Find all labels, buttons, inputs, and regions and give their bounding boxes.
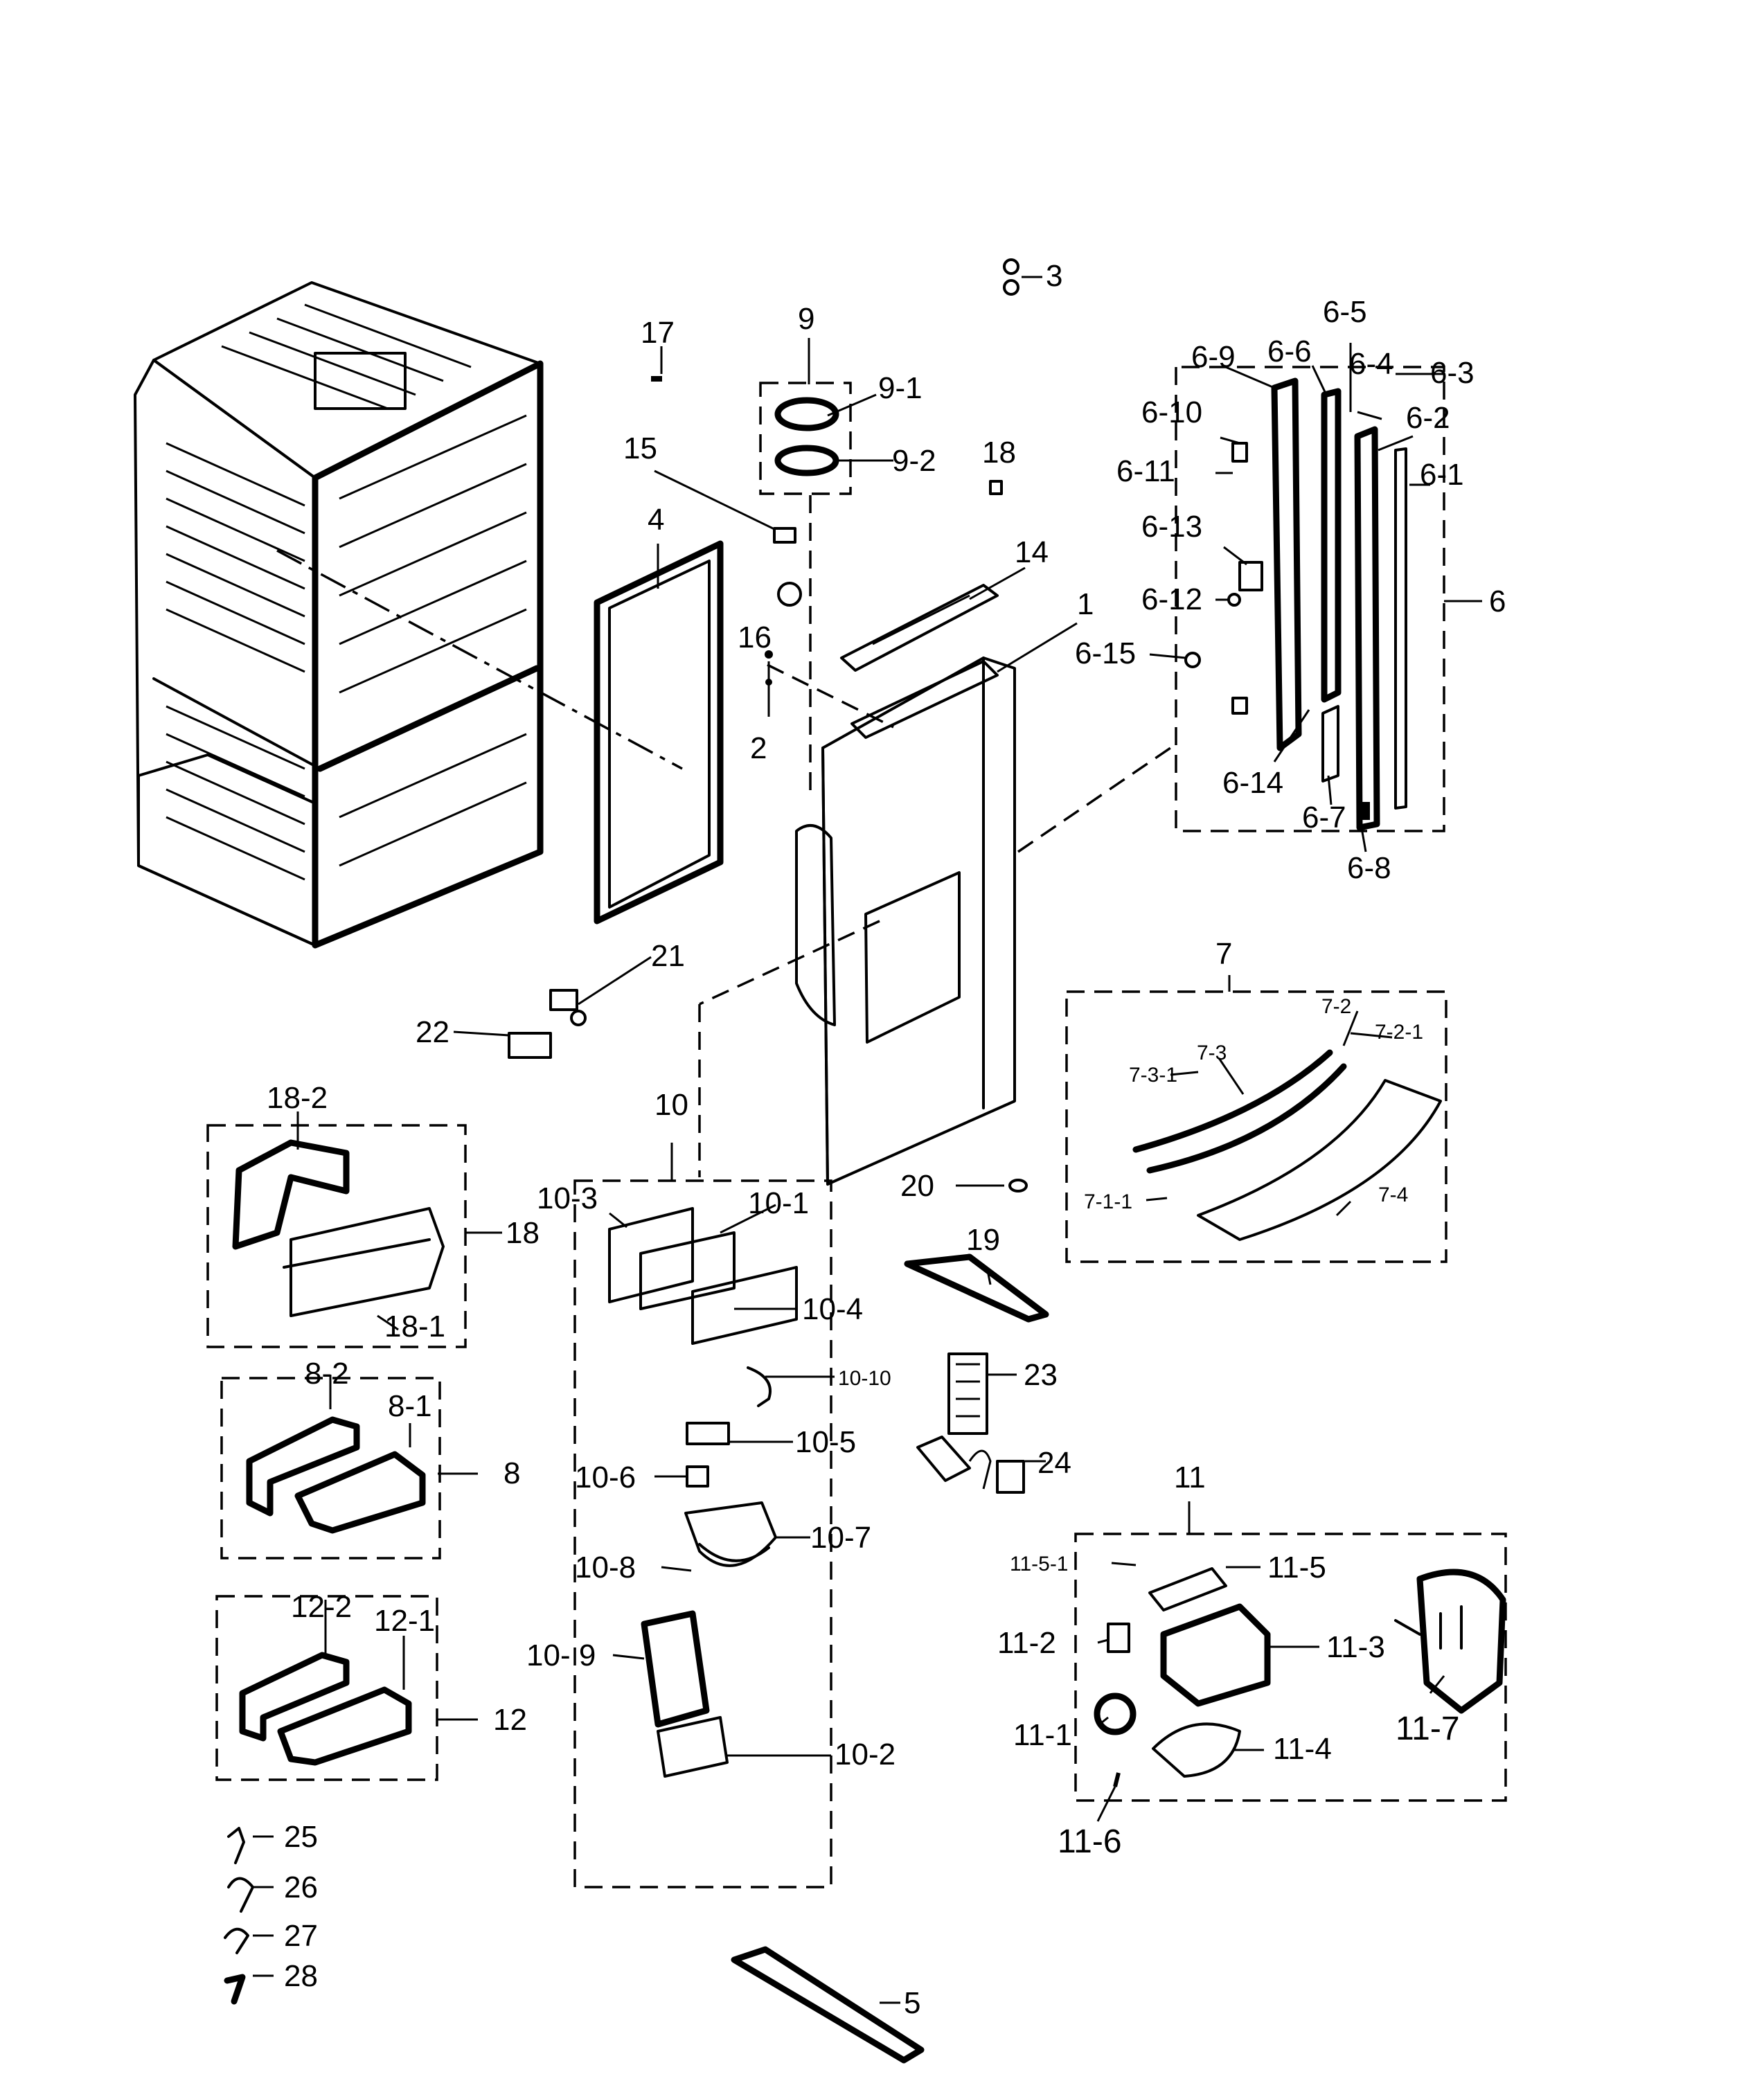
label-18-2: 18-2 xyxy=(267,1081,328,1115)
dispenser-panel xyxy=(641,1610,710,1728)
label-8-2: 8-2 xyxy=(305,1357,349,1391)
label-9: 9 xyxy=(798,302,814,336)
label-4: 4 xyxy=(648,503,664,537)
label-18: 18 xyxy=(982,436,1016,470)
label-10-5: 10-5 xyxy=(795,1425,856,1459)
label-10-1: 10-1 xyxy=(748,1186,809,1220)
label-11-1: 11-1 xyxy=(1013,1718,1072,1752)
label-6-15: 6-15 xyxy=(1075,636,1136,670)
label-7: 7 xyxy=(1215,937,1232,971)
label-11-2: 11-2 xyxy=(997,1626,1056,1660)
label-11-3: 11-3 xyxy=(1326,1630,1385,1664)
label-7-3: 7-3 xyxy=(1197,1042,1227,1064)
label-11-7: 11-7 xyxy=(1396,1711,1460,1747)
label-10-10: 10-10 xyxy=(838,1367,891,1390)
label-15: 15 xyxy=(623,431,657,465)
label-7-1-1: 7-1-1 xyxy=(1084,1190,1132,1213)
label-7-3-1: 7-3-1 xyxy=(1129,1064,1177,1087)
screw-set xyxy=(1003,258,1019,296)
label-11-5: 11-5 xyxy=(1267,1551,1326,1584)
label-1: 1 xyxy=(1077,587,1094,621)
label-11-5-1: 11-5-1 xyxy=(1010,1553,1069,1575)
label-19: 19 xyxy=(966,1223,1000,1257)
label-22: 22 xyxy=(416,1015,449,1049)
label-10-3: 10-3 xyxy=(537,1181,598,1215)
label-18: 18 xyxy=(506,1216,540,1250)
label-6-2: 6-2 xyxy=(1406,401,1450,435)
label-6-8: 6-8 xyxy=(1347,851,1391,885)
label-6-12: 6-12 xyxy=(1141,582,1202,616)
label-10: 10 xyxy=(654,1088,688,1122)
label-8: 8 xyxy=(504,1456,520,1490)
label-11-4: 11-4 xyxy=(1273,1732,1332,1766)
label-27: 27 xyxy=(284,1919,318,1953)
hinge-cover xyxy=(840,584,999,672)
label-6-6: 6-6 xyxy=(1267,334,1312,368)
label-20: 20 xyxy=(900,1169,934,1203)
connector-box xyxy=(508,1032,552,1059)
label-10-2: 10-2 xyxy=(835,1738,896,1771)
label-7-2: 7-2 xyxy=(1321,995,1351,1018)
label-28: 28 xyxy=(284,1959,318,1993)
label-6-10: 6-10 xyxy=(1141,395,1202,429)
door-gasket xyxy=(594,540,724,925)
label-6-3: 6-3 xyxy=(1430,356,1475,390)
bottom-trim xyxy=(731,1946,925,2064)
label-12-1: 12-1 xyxy=(374,1604,435,1638)
label-6-5: 6-5 xyxy=(1323,295,1367,329)
label-9-1: 9-1 xyxy=(878,371,923,405)
ice-maker-motor xyxy=(1160,1603,1271,1707)
label-10-4: 10-4 xyxy=(802,1292,863,1326)
label-12: 12 xyxy=(493,1703,527,1737)
label-6-14: 6-14 xyxy=(1222,766,1283,800)
label-23: 23 xyxy=(1024,1358,1058,1392)
door-trim-left xyxy=(1271,377,1302,751)
refrigerator-cabinet xyxy=(134,281,544,949)
label-11-6: 11-6 xyxy=(1058,1823,1122,1860)
label-6-13: 6-13 xyxy=(1141,510,1202,544)
label-8-1: 8-1 xyxy=(388,1389,432,1423)
label-11: 11 xyxy=(1174,1461,1206,1494)
part-labels: 3 17 9 9-1 9-2 15 18 4 14 1 16 2 6-5 6-9… xyxy=(267,259,1506,2020)
label-12-2: 12-2 xyxy=(291,1590,352,1624)
label-10-6: 10-6 xyxy=(575,1461,636,1494)
label-6-1: 6-1 xyxy=(1420,458,1464,492)
label-10-8: 10-8 xyxy=(575,1551,636,1584)
label-25: 25 xyxy=(284,1820,318,1854)
dispenser-grille xyxy=(904,1253,1049,1323)
label-6-11: 6-11 xyxy=(1116,454,1175,488)
label-26: 26 xyxy=(284,1870,318,1904)
label-18-1: 18-1 xyxy=(384,1310,445,1343)
label-6: 6 xyxy=(1489,584,1506,618)
label-14: 14 xyxy=(1015,535,1049,569)
label-7-4: 7-4 xyxy=(1378,1184,1408,1206)
label-24: 24 xyxy=(1037,1446,1071,1480)
label-10-9: 10- 9 xyxy=(526,1638,596,1672)
label-6-9: 6-9 xyxy=(1191,340,1236,374)
label-6-4: 6-4 xyxy=(1349,347,1393,381)
label-7-2-1: 7-2-1 xyxy=(1375,1021,1423,1044)
label-2: 2 xyxy=(750,731,767,765)
label-5: 5 xyxy=(904,1986,920,2020)
label-9-2: 9-2 xyxy=(892,444,936,478)
label-16: 16 xyxy=(738,620,772,654)
label-17: 17 xyxy=(641,316,675,350)
screw-legend xyxy=(224,1827,254,2005)
refrigerator-door xyxy=(795,657,1016,1186)
label-21: 21 xyxy=(651,939,685,973)
leader-lines xyxy=(253,276,1482,2004)
label-6-7: 6-7 xyxy=(1302,801,1346,834)
label-10-7: 10-7 xyxy=(810,1521,871,1555)
label-3: 3 xyxy=(1046,259,1062,293)
sensor-switch xyxy=(549,989,578,1011)
